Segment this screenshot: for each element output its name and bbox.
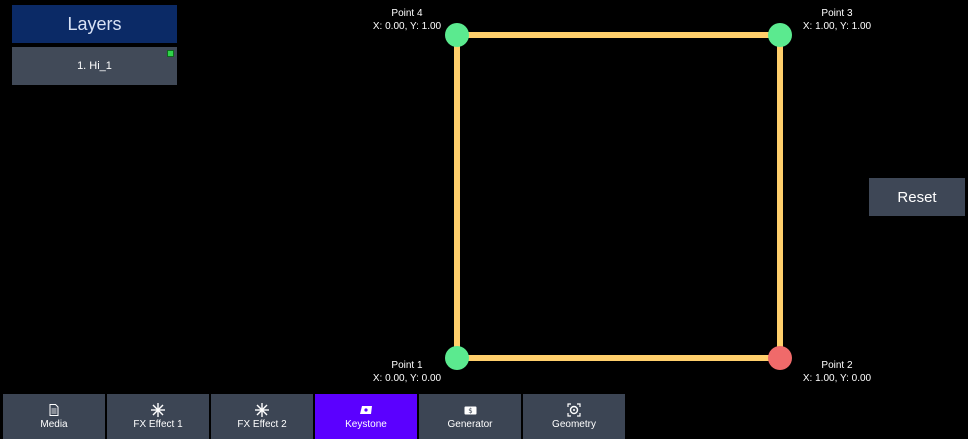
tab-fx-effect-1-label: FX Effect 1 [133,419,183,430]
reset-button[interactable]: Reset [869,178,965,216]
point-4-handle[interactable] [445,23,469,47]
tab-generator-label: Generator [447,419,493,430]
tab-geometry-label: Geometry [552,419,596,430]
keystone-icon [359,403,373,417]
point-3-coords: X: 1.00, Y: 1.00 [802,21,872,32]
tab-media-label: Media [40,419,68,430]
sparkle-icon [151,403,165,417]
point-1-label: Point 1 X: 0.00, Y: 0.00 [362,359,452,385]
point-1-name: Point 1 [391,360,423,371]
layers-panel-title: Layers [12,5,177,43]
document-icon [49,403,59,417]
point-1-coords: X: 0.00, Y: 0.00 [372,373,442,384]
tab-fx-effect-2-label: FX Effect 2 [237,419,287,430]
point-4-label: Point 4 X: 0.00, Y: 1.00 [362,7,452,33]
tab-keystone-label: Keystone [345,419,387,430]
tab-generator[interactable]: $ Generator [419,394,521,439]
point-4-coords: X: 0.00, Y: 1.00 [372,21,442,32]
layer-status-indicator [167,50,174,57]
svg-text:$: $ [468,407,472,415]
tab-geometry[interactable]: Geometry [523,394,625,439]
tab-fx-effect-1[interactable]: FX Effect 1 [107,394,209,439]
point-2-label: Point 2 X: 1.00, Y: 0.00 [792,359,882,385]
point-2-name: Point 2 [821,360,853,371]
point-3-handle[interactable] [768,23,792,47]
layer-item-label: 1. Hi_1 [77,60,112,72]
tab-media[interactable]: Media [3,394,105,439]
bottom-tab-bar: Media FX Effect 1 FX Effect 2 Keystone $… [3,394,627,439]
generator-icon: $ [464,403,477,417]
point-3-label: Point 3 X: 1.00, Y: 1.00 [792,7,882,33]
sparkle-icon [255,403,269,417]
geometry-icon [567,403,581,417]
tab-keystone[interactable]: Keystone [315,394,417,439]
point-4-name: Point 4 [391,8,423,19]
tab-fx-effect-2[interactable]: FX Effect 2 [211,394,313,439]
point-2-coords: X: 1.00, Y: 0.00 [802,373,872,384]
point-2-handle[interactable] [768,346,792,370]
layer-item-hi-1[interactable]: 1. Hi_1 [12,47,177,85]
point-1-handle[interactable] [445,346,469,370]
point-3-name: Point 3 [821,8,853,19]
